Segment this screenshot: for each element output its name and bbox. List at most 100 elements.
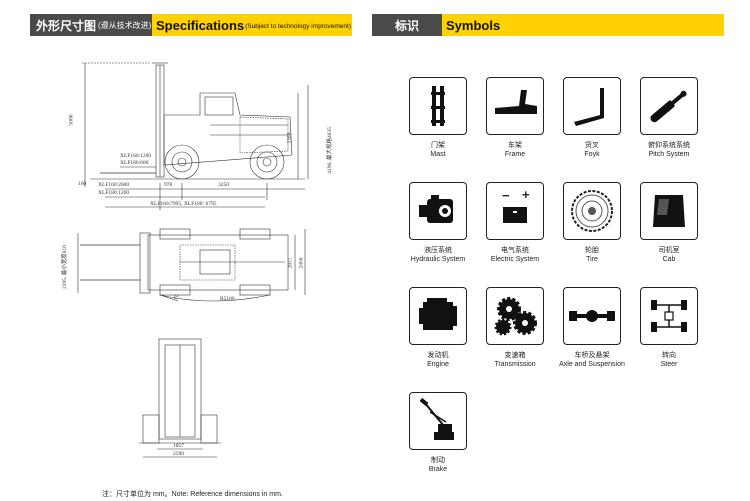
- brake-pedal-icon: [419, 398, 454, 440]
- symbols-title-en: Symbols: [446, 17, 501, 33]
- battery-plus-sign: +: [522, 187, 530, 202]
- dim-length-2: XLF180:1200: [98, 190, 130, 196]
- symbol-transmission: 变速箱 Transmission: [484, 287, 546, 369]
- frame-icon: [495, 90, 537, 114]
- hydraulic-icon-box: [409, 182, 467, 240]
- mast-icon-box: [409, 77, 467, 135]
- pitch-icon-box: [640, 77, 698, 135]
- symbols-header-en: Symbols: [442, 14, 724, 36]
- specifications-header-cn: 外形尺寸图 (遵从技术改进): [30, 14, 152, 36]
- symbol-hydraulic-system: 液压系统 Hydraulic System: [407, 182, 469, 264]
- symbol-frame: 车架 Frame: [484, 77, 546, 159]
- symbol-pitch-en: Pitch System: [648, 151, 690, 158]
- symbol-tire-en: Tire: [586, 256, 598, 263]
- symbols-header: 标识 Symbols: [372, 14, 724, 36]
- engine-icon: [419, 298, 457, 330]
- symbol-tire: 轮胎 Tire: [561, 182, 623, 264]
- side-view-drawing: 5000 3380 4196, 最大规格4835 XLF160:1200 XLF…: [60, 55, 333, 215]
- symbol-steer: 转向 Steer: [638, 287, 700, 369]
- symbol-mast-cn: 门架: [431, 142, 445, 149]
- symbol-axle-en: Axle and Suspension: [559, 361, 625, 368]
- specifications-title-cn: 外形尺寸图: [36, 18, 97, 33]
- symbol-brake-en: Brake: [428, 466, 448, 473]
- dim-inner-width: 1857: [173, 443, 184, 449]
- hydraulic-pump-icon: [419, 195, 453, 223]
- symbol-pitch-system: 俯仰系统系统 Pitch System: [638, 77, 700, 159]
- cab-icon-box: [640, 182, 698, 240]
- symbol-fork: 货叉 Foyk: [561, 77, 623, 159]
- symbol-cab: 司机室 Cab: [638, 182, 700, 264]
- symbol-engine: 发动机 Engine: [407, 287, 469, 369]
- transmission-icon-box: [486, 287, 544, 345]
- symbol-cab-en: Cab: [662, 256, 676, 263]
- symbol-transmission-en: Transmission: [494, 361, 536, 368]
- specifications-note-cn: (遵从技术改进): [98, 20, 152, 30]
- symbol-frame-cn: 车架: [508, 142, 522, 149]
- cab-icon: [653, 195, 685, 227]
- dim-ground: 160: [78, 181, 87, 187]
- symbol-engine-en: Engine: [427, 361, 449, 368]
- symbol-fork-en: Foyk: [584, 151, 600, 158]
- steer-icon-box: [640, 287, 698, 345]
- top-view-svg: [77, 228, 306, 302]
- symbol-electric-cn: 电气系统: [501, 247, 529, 254]
- symbol-transmission-cn: 变速箱: [504, 352, 526, 359]
- dim-fork-1: XLF160:1200: [120, 153, 152, 159]
- symbol-axle-cn: 车桥及悬架: [574, 352, 610, 359]
- dim-side-2: 4196, 最大规格4835: [326, 127, 333, 174]
- specifications-title-en: Specifications: [156, 17, 245, 33]
- dim-height: 5000: [68, 114, 75, 126]
- dim-angle: 8°: [174, 295, 179, 301]
- symbols-title-cn: 标识: [394, 18, 419, 33]
- electric-icon-box: − +: [486, 182, 544, 240]
- fork-icon-box: [563, 77, 621, 135]
- symbol-brake: 制动 Brake: [407, 392, 469, 474]
- symbol-electric-system: − + 电气系统 Electric System: [484, 182, 546, 264]
- symbol-axle-suspension: 车桥及悬架 Axle and Suspension: [559, 287, 625, 369]
- axle-icon-box: [563, 287, 621, 345]
- symbol-mast-en: Mast: [430, 151, 446, 158]
- specifications-header-en: Specifications (Subject to technology im…: [152, 14, 352, 36]
- specifications-header: 外形尺寸图 (遵从技术改进) Specifications (Subject t…: [30, 14, 352, 36]
- symbol-mast: 门架 Mast: [407, 77, 469, 159]
- engine-icon-box: [409, 287, 467, 345]
- dim-side-1: 3380: [286, 132, 293, 144]
- front-view-svg: [139, 338, 221, 458]
- dim-wheelbase: 3250: [218, 182, 229, 188]
- axle-icon: [569, 310, 615, 322]
- dim-width-2: 2456: [298, 257, 305, 269]
- symbol-cab-cn: 司机室: [658, 247, 680, 254]
- dim-outer-width: 2590: [173, 451, 184, 457]
- symbol-hydraulic-en: Hydraulic System: [410, 256, 466, 263]
- side-view-svg: [82, 62, 309, 210]
- tire-icon-box: [563, 182, 621, 240]
- symbol-brake-cn: 制动: [431, 457, 445, 464]
- specifications-note-en: (Subject to technology improvement): [245, 23, 351, 30]
- dim-radius: R5100: [220, 296, 235, 302]
- symbol-electric-en: Electric System: [490, 256, 540, 263]
- pitch-cylinder-icon: [650, 90, 687, 123]
- symbol-fork-cn: 货叉: [585, 142, 599, 149]
- gears-icon: [494, 297, 537, 336]
- symbol-steer-cn: 转向: [662, 352, 676, 359]
- dim-total-length: XLF160:7995, XLF180: 6795: [150, 201, 217, 207]
- dim-fork-2: XLF180:600: [120, 160, 149, 166]
- dim-length-1: XLF160:2600: [98, 182, 130, 188]
- front-view-drawing: 1857 2590: [135, 335, 225, 465]
- symbol-steer-en: Steer: [660, 361, 678, 368]
- symbols-header-cn: 标识: [372, 14, 442, 36]
- dim-overhang: 978: [164, 182, 173, 188]
- dim-width-left: 2395, 最小宽度810: [62, 244, 69, 290]
- symbol-frame-en: Frame: [504, 151, 526, 158]
- symbol-hydraulic-cn: 液压系统: [424, 247, 452, 254]
- symbol-tire-cn: 轮胎: [585, 247, 599, 254]
- tire-icon: [571, 190, 613, 232]
- dim-width-1: 2011: [287, 257, 294, 269]
- footnote: 注：尺寸单位为 mm。Note: Reference dimensions in…: [102, 491, 283, 498]
- symbol-pitch-cn: 俯仰系统系统: [648, 142, 690, 149]
- top-view-drawing: 2395, 最小宽度810 2011 2456 R5100 8°: [60, 225, 320, 310]
- battery-minus-sign: −: [502, 188, 510, 203]
- brake-icon-box: [409, 392, 467, 450]
- mast-icon: [431, 86, 445, 126]
- frame-icon-box: [486, 77, 544, 135]
